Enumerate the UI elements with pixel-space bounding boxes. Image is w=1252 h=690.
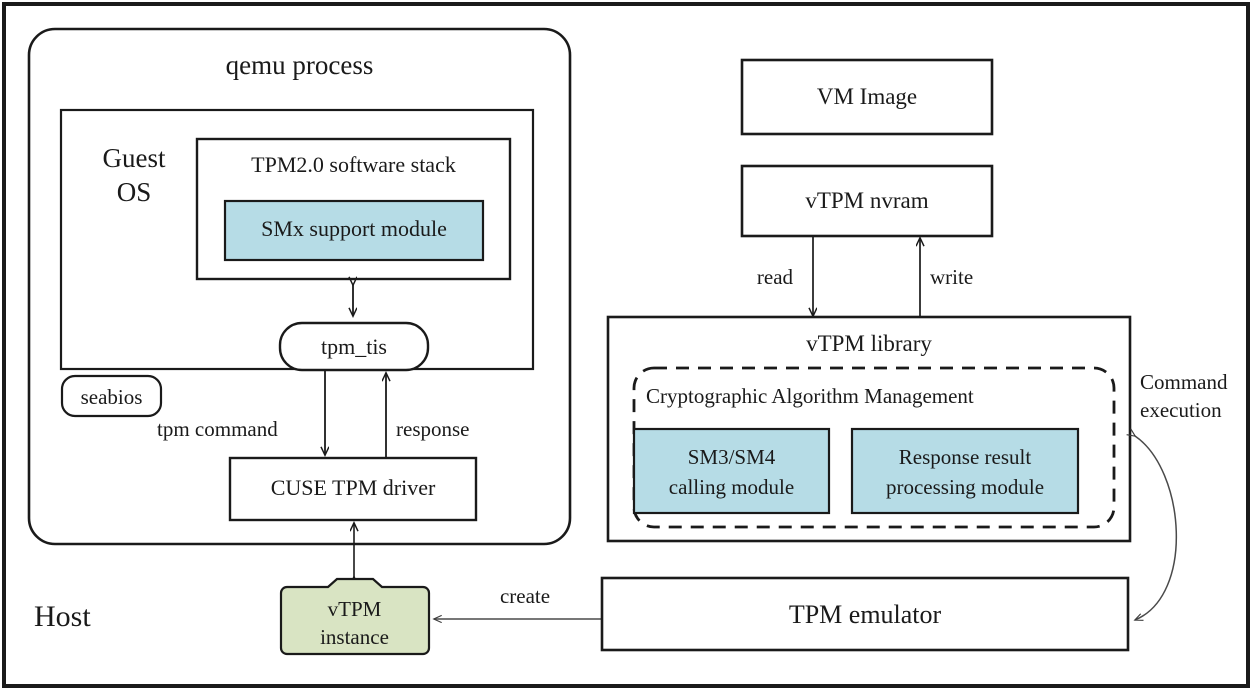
tpm-emulator-box [600,576,1130,652]
smx-module-box [223,199,485,262]
create-label: create [499,584,551,608]
seabios-box [60,374,163,418]
vtpm-nvram-label: vTPM nvram [805,188,929,213]
vm-image-box [740,58,994,136]
sm34-module-label: SM3/SM4 calling module [668,445,795,500]
write-label: write [930,265,974,289]
tpm-command-label: tpm command [157,417,278,441]
seabios-label: seabios [80,385,143,409]
cuse-driver-label: CUSE TPM driver [270,475,436,500]
tpm-tis-box [278,321,430,372]
response-label: response [396,417,470,441]
guest-os-label: Guest OS [102,143,166,207]
tpm-tis-label: tpm_tis [320,334,387,359]
tpm-emulator-label: TPM emulator [788,600,942,629]
command-execution-label: Command execution [1140,370,1228,423]
host-label: Host [34,600,91,633]
read-label: read [756,265,794,289]
sm34-module-box [632,427,831,515]
response-module-box [850,427,1080,515]
vtpm-nvram-box [740,164,994,238]
vm-image-label: VM Image [816,84,918,109]
vtpm-instance-label: vTPM instance [320,597,389,650]
qemu-process-label: qemu process [225,50,374,80]
cuse-driver-box [228,456,478,522]
smx-module-label: SMx support module [261,216,447,241]
edge-command-execution [1135,436,1177,620]
crypto-management-label: Cryptographic Algorithm Management [646,384,974,408]
vtpm-library-label: vTPM library [806,331,932,356]
vtpm-instance-shape [279,577,431,656]
tpm-stack-label: TPM2.0 software stack [251,152,456,177]
response-module-label: Response result processing module [885,445,1045,500]
